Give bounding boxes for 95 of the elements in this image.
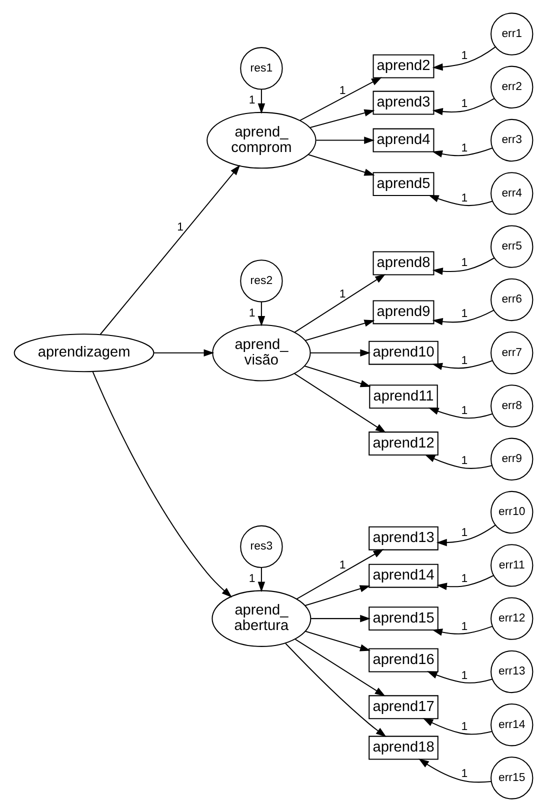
edge-label: 1 [460, 767, 468, 780]
arrow [294, 274, 386, 332]
node-box: aprend11 [368, 384, 438, 408]
node-circle: err13 [490, 650, 533, 693]
edge-label: 1 [460, 97, 468, 110]
arrow [426, 670, 492, 683]
arrow [257, 302, 265, 326]
node-ellipse: aprend_ comprom [206, 111, 316, 168]
node-box: aprend8 [372, 250, 434, 275]
arrow [294, 372, 386, 432]
arrow [296, 548, 384, 599]
arrow [92, 370, 232, 598]
arrow [428, 194, 492, 206]
arrow [257, 567, 265, 592]
arrow [304, 584, 370, 606]
node-box: aprend5 [372, 172, 434, 196]
node-circle: res2 [240, 259, 282, 302]
arrow [153, 348, 214, 356]
node-circle: err12 [490, 596, 533, 640]
node-circle: err11 [490, 544, 533, 586]
node-circle: err15 [490, 756, 533, 799]
arrow [294, 638, 385, 696]
node-circle: err9 [490, 437, 533, 480]
arrow [436, 524, 496, 546]
edge-label: 1 [460, 142, 468, 154]
edge-label: 1 [460, 354, 468, 367]
node-box: aprend17 [368, 694, 438, 719]
arrow [310, 614, 370, 622]
arrow [428, 407, 492, 418]
node-circle: err2 [490, 65, 533, 108]
node-box: aprend18 [368, 735, 438, 760]
arrow [424, 454, 492, 468]
node-circle: res1 [240, 46, 282, 90]
arrow [422, 718, 492, 734]
edge-label: 1 [460, 308, 468, 320]
edge-label: 1 [460, 620, 468, 632]
node-box: aprend3 [372, 90, 434, 114]
edge-label: 1 [248, 572, 255, 584]
arrow [257, 89, 265, 114]
node-ellipse: aprend_ visão [212, 324, 310, 381]
node-ellipse: aprendizagem [13, 333, 154, 372]
arrow [436, 574, 494, 590]
edge-label: 1 [460, 526, 468, 539]
node-circle: err4 [490, 172, 533, 214]
edge-label: 1 [460, 256, 468, 269]
node-circle: err3 [490, 118, 533, 162]
arrow [432, 360, 492, 370]
arrow [99, 164, 240, 334]
node-circle: res3 [240, 524, 282, 568]
arrow [316, 136, 374, 144]
arrow [432, 98, 494, 115]
edge-label: 1 [460, 572, 468, 584]
node-circle: err5 [490, 224, 533, 268]
node-box: aprend12 [368, 431, 438, 455]
arrow [304, 319, 374, 340]
node-box: aprend4 [372, 128, 434, 152]
arrow [432, 625, 492, 636]
node-circle: err14 [490, 703, 533, 746]
arrow [432, 147, 492, 157]
edge-label: 1 [248, 306, 255, 319]
arrow [299, 76, 382, 120]
edge-label: 1 [338, 84, 346, 97]
arrow [310, 348, 370, 356]
edge-label: 1 [176, 221, 184, 234]
node-circle: err1 [490, 12, 533, 55]
node-circle: err10 [490, 490, 533, 534]
edge-label: 1 [338, 288, 346, 300]
arrow [308, 154, 374, 176]
edge-label: 1 [460, 49, 468, 62]
node-box: aprend13 [368, 526, 438, 550]
edge-label: 1 [460, 720, 468, 732]
node-box: aprend10 [368, 340, 438, 364]
edge-label: 1 [460, 192, 468, 204]
node-box: aprend16 [368, 648, 438, 672]
arrow [284, 642, 386, 736]
arrow [432, 309, 494, 325]
node-box: aprend9 [372, 300, 434, 324]
arrow [310, 108, 374, 128]
node-circle: err6 [490, 278, 533, 321]
node-circle: err7 [490, 331, 533, 374]
node-circle: err8 [490, 384, 533, 427]
arrow [432, 257, 494, 274]
edge-label: 1 [248, 94, 255, 106]
arrow [432, 46, 496, 70]
node-box: aprend14 [368, 563, 438, 588]
node-box: aprend15 [368, 606, 438, 630]
edge-label: 1 [460, 669, 468, 682]
arrow [418, 758, 491, 782]
arrow [304, 630, 370, 651]
edge-label: 1 [460, 454, 468, 467]
edge-label: 1 [460, 404, 468, 417]
arrow [304, 364, 370, 387]
node-ellipse: aprend_ abertura [211, 590, 311, 646]
edge-label: 1 [338, 558, 346, 571]
node-box: aprend2 [372, 54, 434, 78]
